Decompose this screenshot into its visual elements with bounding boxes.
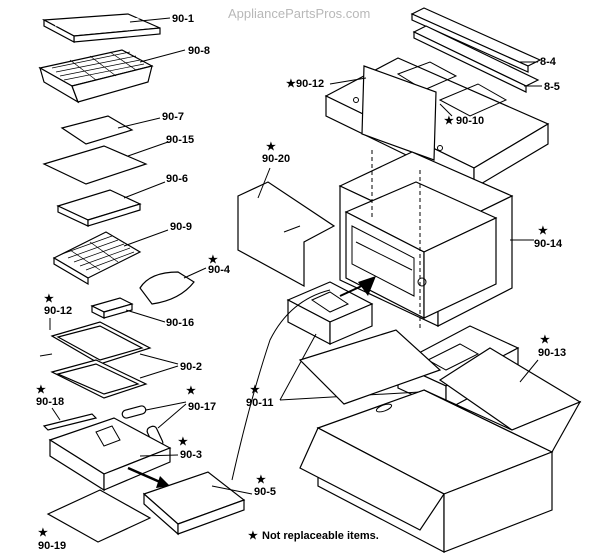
part-90-2-baking-pans <box>50 321 152 399</box>
label-90-3-star: ★ <box>178 436 188 448</box>
label-90-13: 90-13 <box>538 347 566 359</box>
part-90-18-strip <box>42 413 98 431</box>
leader-90-17b <box>157 403 187 429</box>
part-90-3-box-tray <box>48 417 172 492</box>
label-90-14: 90-14 <box>534 238 563 250</box>
part-90-17a <box>121 405 147 419</box>
label-90-4-star: ★ <box>208 254 218 266</box>
part-8-5-rail <box>412 25 540 93</box>
label-90-11: 90-11 <box>246 397 274 409</box>
label-8-5: 8-5 <box>544 81 560 93</box>
leader-90-5 <box>211 485 253 495</box>
leader-90-1 <box>129 17 171 23</box>
part-90-4-bag <box>139 271 195 305</box>
footnote-text: Not replaceable items. <box>262 530 379 542</box>
leader-90-20 <box>257 167 271 199</box>
watermark-text: AppliancePartsPros.com <box>228 6 370 21</box>
label-90-19: 90-19 <box>38 540 66 552</box>
leader-90-2c <box>39 353 53 357</box>
label-90-13-star: ★ <box>540 334 550 346</box>
label-90-10-star: ★ <box>444 115 454 127</box>
leader-90-6 <box>123 181 166 199</box>
part-90-13-shipping-box <box>298 329 582 553</box>
label-90-20: 90-20 <box>262 153 290 165</box>
leader-90-2b <box>139 365 179 379</box>
leader-90-3 <box>139 454 179 457</box>
part-90-6-pad <box>56 189 142 227</box>
leader-90-12-top <box>329 77 367 85</box>
leader-90-9 <box>123 229 169 247</box>
label-90-6: 90-6 <box>166 173 188 185</box>
label-90-15: 90-15 <box>166 134 194 146</box>
leader-90-2a <box>139 353 179 365</box>
label-90-12-left-star: ★ <box>44 293 54 305</box>
part-90-19-sheet <box>46 489 152 543</box>
label-90-12-left: 90-12 <box>44 305 72 317</box>
part-90-20-detail <box>283 225 301 233</box>
part-90-1-grill-tray <box>41 13 161 43</box>
label-90-4: 90-4 <box>208 264 231 276</box>
label-90-7: 90-7 <box>162 111 184 123</box>
label-90-14-star: ★ <box>538 225 548 237</box>
label-90-12-top-star: ★ <box>286 78 296 90</box>
leader-90-10 <box>439 103 453 117</box>
label-90-3: 90-3 <box>180 449 202 461</box>
label-90-18: 90-18 <box>36 396 64 408</box>
part-90-8-broiler-pan <box>38 49 154 104</box>
label-90-17: 90-17 <box>188 401 216 413</box>
footnote-star: ★ <box>248 530 258 542</box>
label-90-16: 90-16 <box>166 317 194 329</box>
leader-90-17a <box>145 401 187 411</box>
part-90-11-foam-left <box>286 281 374 345</box>
part-8-4-rail <box>410 7 542 73</box>
label-90-20-star: ★ <box>266 141 276 153</box>
label-90-1: 90-1 <box>172 13 194 25</box>
label-90-8: 90-8 <box>188 45 210 57</box>
leader-90-16 <box>125 309 166 323</box>
label-90-5: 90-5 <box>254 486 276 498</box>
arrow-90-3-to-90-5 <box>127 466 161 484</box>
label-90-18-star: ★ <box>36 384 46 396</box>
part-microwave-oven <box>344 181 498 319</box>
part-90-7-sheet <box>60 115 134 145</box>
label-90-2: 90-2 <box>180 361 202 373</box>
arrow-into-oven-shaft <box>339 283 367 297</box>
label-90-19-star: ★ <box>38 527 48 539</box>
leader-90-11a <box>279 333 317 401</box>
part-90-5-pad <box>142 471 246 536</box>
leader-90-18 <box>51 407 61 421</box>
label-90-5-star: ★ <box>256 474 266 486</box>
part-90-12-top-sheet <box>361 65 437 161</box>
leader-90-7 <box>117 117 161 129</box>
label-90-9: 90-9 <box>170 221 192 233</box>
label-8-4: 8-4 <box>540 56 557 68</box>
label-90-12-top: 90-12 <box>296 78 324 90</box>
leader-90-15 <box>127 141 169 157</box>
leader-90-4 <box>183 267 207 279</box>
label-90-17-star: ★ <box>186 385 196 397</box>
part-90-20-side-sheet <box>237 181 336 288</box>
label-90-10: 90-10 <box>456 115 484 127</box>
connector-curve <box>231 289 331 481</box>
part-90-16-pad <box>90 297 134 319</box>
arrow-head <box>156 476 170 488</box>
arrow-into-oven <box>358 276 376 296</box>
leader-90-8 <box>139 49 186 63</box>
leader-90-13 <box>519 359 539 383</box>
part-90-15-sheet <box>42 145 148 185</box>
part-90-9-oven-rack <box>52 231 142 286</box>
